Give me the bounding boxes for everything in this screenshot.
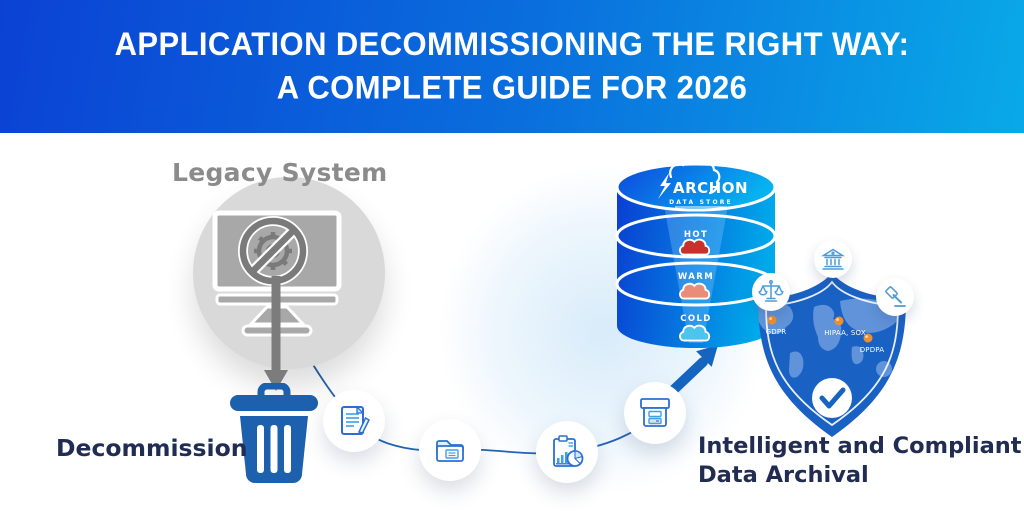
tier-hot: HOT	[679, 230, 711, 256]
flow-step-document	[323, 390, 385, 452]
gavel-icon	[885, 286, 906, 307]
diagram-canvas: Legacy System	[0, 133, 1024, 513]
legacy-system-badge	[193, 177, 385, 369]
trash-can-icon	[230, 383, 318, 483]
pin-gdpr: GDPR	[766, 315, 787, 336]
archival-caption: Intelligent and Compliant Data Archival	[698, 432, 1022, 490]
cold-cloud-icon	[679, 324, 711, 342]
gavel-badge	[876, 278, 914, 316]
archon-logo: ARCHON DATA STORE	[658, 156, 748, 208]
tier-cold: COLD	[679, 314, 712, 342]
archon-data-store: ARCHON DATA STORE HOT WARM COLD	[615, 156, 777, 348]
lightning-bolt-icon	[658, 173, 671, 199]
warm-cloud-icon	[679, 282, 711, 300]
legacy-system-label: Legacy System	[172, 158, 388, 187]
bank-icon	[820, 248, 846, 270]
brand-subtitle: DATA STORE	[669, 199, 733, 206]
tier-hot-label: HOT	[684, 230, 708, 240]
folder-icon	[436, 440, 464, 462]
document-edit-icon	[341, 405, 370, 435]
pin-hipaa-sox-label: HIPAA, SOX	[824, 329, 866, 337]
header-banner: APPLICATION DECOMMISSIONING THE RIGHT WA…	[0, 0, 1024, 133]
report-chart-icon	[553, 435, 584, 467]
compliance-shield: GDPR HIPAA, SOX DPDPA	[758, 272, 906, 437]
hot-cloud-icon	[679, 238, 711, 256]
light-beam	[661, 189, 731, 343]
decommission-arrow-icon	[264, 276, 288, 391]
tier-warm: WARM	[678, 272, 714, 300]
archival-caption-line1: Intelligent and Compliant	[698, 433, 1022, 459]
archival-caption-line2: Data Archival	[698, 462, 869, 488]
no-gear-icon	[238, 216, 308, 286]
checkmark-badge	[812, 378, 852, 418]
page-title-line1: APPLICATION DECOMMISSIONING THE RIGHT WA…	[114, 25, 910, 63]
pin-gdpr-label: GDPR	[766, 328, 787, 336]
pin-hipaa-sox: HIPAA, SOX	[824, 316, 866, 337]
page-title-line2: A COMPLETE GUIDE FOR 2026	[276, 69, 748, 106]
bank-badge	[814, 240, 852, 278]
brand-name: ARCHON	[673, 179, 748, 197]
tier-cold-label: COLD	[680, 314, 712, 324]
flow-step-report	[536, 421, 598, 483]
decommission-label: Decommission	[56, 434, 248, 462]
cloud-outline-icon	[669, 156, 721, 195]
pin-dpdpa-label: DPDPA	[860, 346, 885, 354]
tier-warm-label: WARM	[678, 272, 714, 282]
flow-step-folder	[419, 419, 481, 481]
check-icon	[819, 387, 846, 409]
scales-icon	[758, 280, 784, 302]
pin-dpdpa: DPDPA	[860, 333, 885, 354]
flow-step-archive	[624, 382, 686, 444]
archive-box-icon	[640, 398, 670, 427]
scales-badge	[752, 273, 790, 311]
